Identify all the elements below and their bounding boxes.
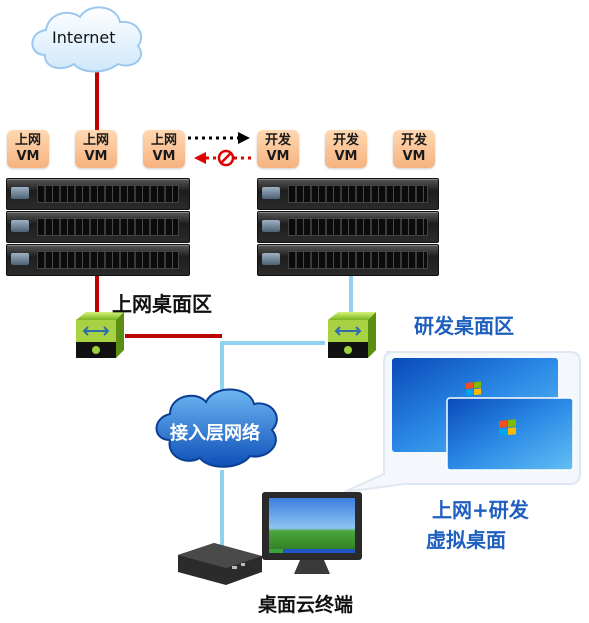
vm-label: VM [84, 149, 108, 164]
internet-zone-label: 上网桌面区 [112, 292, 212, 316]
server-icon [6, 178, 190, 210]
vm-type-label: 开发 [332, 133, 359, 148]
internet-cloud-icon [31, 6, 143, 73]
access-network-cloud-icon [155, 388, 278, 468]
internet-vm-2: 上网 VM [75, 130, 117, 168]
access-arrows [188, 132, 252, 167]
switch-icon [76, 312, 124, 358]
server-icon [6, 244, 190, 276]
virtual-desktop-graphic [343, 351, 581, 493]
windows-logo-icon [466, 381, 481, 396]
vm-type-label: 开发 [264, 133, 291, 148]
right-switch-to-core [220, 341, 325, 410]
vm-label: VM [266, 149, 290, 164]
vm-label: VM [402, 149, 426, 164]
monitor-icon [262, 492, 362, 574]
rnd-vm-2: 开发 VM [325, 130, 367, 168]
no-entry-icon [217, 149, 235, 167]
internet-vm-1: 上网 VM [7, 130, 49, 168]
virtual-desktop-label-line2: 虚拟桌面 [426, 528, 506, 552]
internet-vm-3: 上网 VM [143, 130, 185, 168]
access-network-label: 接入层网络 [170, 423, 260, 444]
windows-logo-icon [499, 419, 516, 436]
vm-type-label: 开发 [400, 133, 427, 148]
server-icon [257, 244, 439, 276]
server-icon [6, 211, 190, 243]
server-icon [257, 178, 439, 210]
links [95, 62, 353, 550]
rnd-zone-label: 研发桌面区 [414, 314, 514, 338]
rnd-vm-3: 开发 VM [393, 130, 435, 168]
vm-type-label: 上网 [82, 133, 109, 148]
virtual-desktop-label-line1: 上网+研发 [432, 498, 529, 522]
terminal-label: 桌面云终端 [258, 594, 354, 616]
switch-icon [328, 312, 376, 358]
thin-client-icon [178, 543, 262, 585]
vm-type-label: 上网 [14, 133, 41, 148]
vm-label: VM [152, 149, 176, 164]
vm-type-label: 上网 [150, 133, 177, 148]
rnd-vm-1: 开发 VM [257, 130, 299, 168]
server-icon [257, 211, 439, 243]
vm-label: VM [334, 149, 358, 164]
vm-label: VM [16, 149, 40, 164]
internet-label: Internet [52, 28, 116, 47]
